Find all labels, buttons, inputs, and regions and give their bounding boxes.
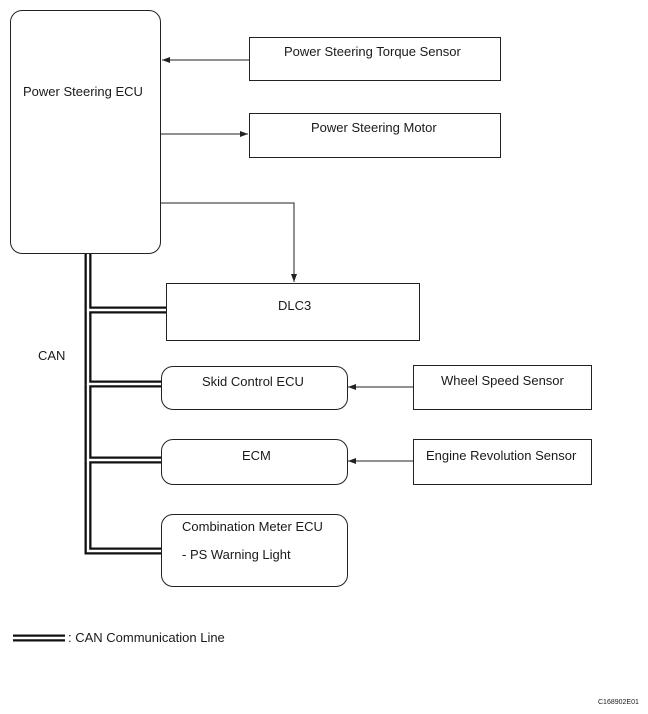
figure-code: C168902E01 — [598, 699, 639, 706]
ps-motor-label: Power Steering Motor — [311, 120, 437, 135]
wheel-speed-sensor-label: Wheel Speed Sensor — [441, 373, 564, 388]
skid-control-ecu-label: Skid Control ECU — [202, 374, 304, 389]
ps-warning-light-label: - PS Warning Light — [182, 547, 291, 562]
power-steering-ecu-label: Power Steering ECU — [23, 84, 143, 99]
skid-control-ecu-box: Skid Control ECU — [161, 366, 348, 410]
engine-revolution-sensor-label: Engine Revolution Sensor — [426, 448, 577, 463]
wheel-speed-sensor-box: Wheel Speed Sensor — [413, 365, 592, 410]
combination-meter-ecu-label: Combination Meter ECU — [182, 519, 323, 534]
can-bus-lines — [84, 254, 166, 555]
legend-text: : CAN Communication Line — [68, 630, 225, 645]
torque-sensor-box: Power Steering Torque Sensor — [249, 37, 501, 81]
torque-sensor-label: Power Steering Torque Sensor — [284, 44, 461, 59]
ps-motor-box: Power Steering Motor — [249, 113, 501, 158]
dlc3-box: DLC3 — [166, 283, 420, 341]
dlc3-signal-arrow — [161, 202, 297, 282]
dlc3-label: DLC3 — [278, 298, 312, 313]
engine-revolution-sensor-box: Engine Revolution Sensor — [413, 439, 592, 485]
power-steering-ecu-box: Power Steering ECU — [10, 10, 161, 254]
combination-meter-ecu-box: Combination Meter ECU - PS Warning Light — [161, 514, 348, 587]
ecm-label: ECM — [242, 448, 271, 463]
ecm-box: ECM — [161, 439, 348, 485]
can-label: CAN — [38, 348, 66, 363]
